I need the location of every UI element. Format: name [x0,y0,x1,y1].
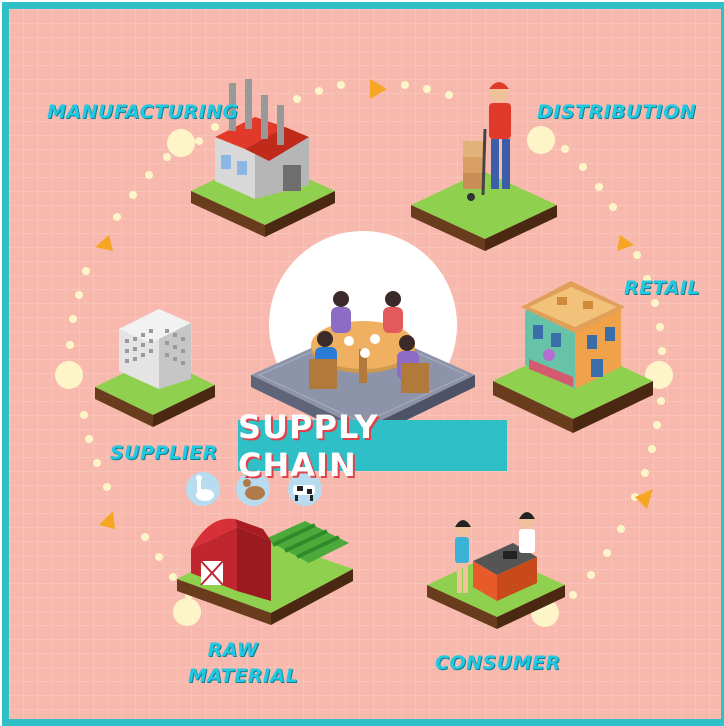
cycle-arrows [95,79,653,529]
chicken-icon [236,472,270,506]
cow-icon [288,472,322,506]
apartment-building-icon [95,309,215,427]
shop-building-icon [493,281,653,433]
label-raw-line1: RAW [207,639,259,661]
goose-icon [186,472,220,506]
cycle-dotted-path [55,81,673,627]
checkout-counter-icon [427,512,565,629]
label-raw-material: RAW MATERIAL [188,637,299,689]
label-retail: RETAIL [624,277,700,299]
label-manufacturing: MANUFACTURING [47,101,239,123]
label-raw-line2: MATERIAL [188,665,299,687]
diagram-title: SUPPLY CHAIN [238,407,379,484]
label-distribution: DISTRIBUTION [537,101,697,123]
label-consumer: CONSUMER [435,652,561,674]
title-banner: SUPPLY CHAIN [238,408,507,484]
delivery-worker-icon [411,82,557,251]
diagram-artwork [55,79,673,629]
red-barn-icon [177,518,353,625]
factory-icon [191,79,335,237]
label-supplier: SUPPLIER [110,442,218,464]
